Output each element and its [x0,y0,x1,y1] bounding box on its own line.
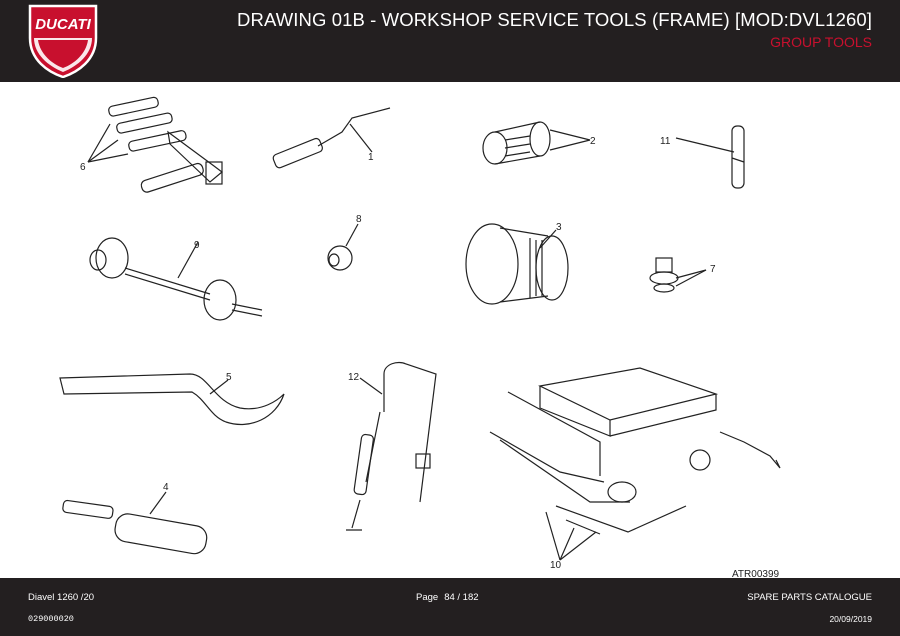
footer-catalogue: SPARE PARTS CATALOGUE [747,592,872,603]
tool-3-bush [465,223,569,305]
tool-10-stand [489,367,781,561]
page-label: Page [416,592,439,603]
parts-drawing: 6 1 2 11 9 8 3 7 5 12 4 10 ATR00399 [59,96,781,578]
tool-5-spanner [59,373,285,426]
callout-6: 6 [80,162,86,173]
tool-6-drift-set [87,96,223,193]
callout-5: 5 [226,372,232,383]
footer-bar: Diavel 1260 /20 029000020 Page 84 / 182 S… [0,578,900,636]
drawing-reference: ATR00399 [732,569,780,578]
page-indicator: Page 84 / 182 [416,592,485,603]
tool-1-hook-tool [272,107,391,169]
page-number: 84 / 182 [444,592,479,603]
header-bar: DUCATI DRAWING 01B - WORKSHOP SERVICE TO… [0,0,900,82]
callout-10: 10 [550,560,562,571]
tool-11-pin [675,125,745,189]
ducati-wordmark: DUCATI [35,16,91,33]
tool-2-bush-set [482,121,591,165]
callout-3: 3 [556,222,562,233]
footer-model: Diavel 1260 /20 [28,592,95,603]
callout-7: 7 [710,264,716,275]
tool-4-drift [62,491,208,555]
footer-code: 029000020 [28,614,74,624]
tool-8-nut [327,223,359,271]
footer-date: 20/09/2019 [829,614,872,624]
page-subtitle: GROUP TOOLS [770,34,872,50]
callout-8: 8 [356,214,362,225]
callout-2: 2 [590,136,596,147]
tool-7-fitting [649,257,707,293]
page-title: DRAWING 01B - WORKSHOP SERVICE TOOLS (FR… [237,9,872,30]
tool-12-brace [346,361,437,531]
callout-11: 11 [660,136,671,147]
ducati-logo: DUCATI [28,4,98,78]
callout-12: 12 [348,372,360,383]
callout-1: 1 [368,152,374,163]
tool-9-puller [89,237,263,321]
callout-4: 4 [163,482,169,493]
callout-9: 9 [194,240,200,251]
